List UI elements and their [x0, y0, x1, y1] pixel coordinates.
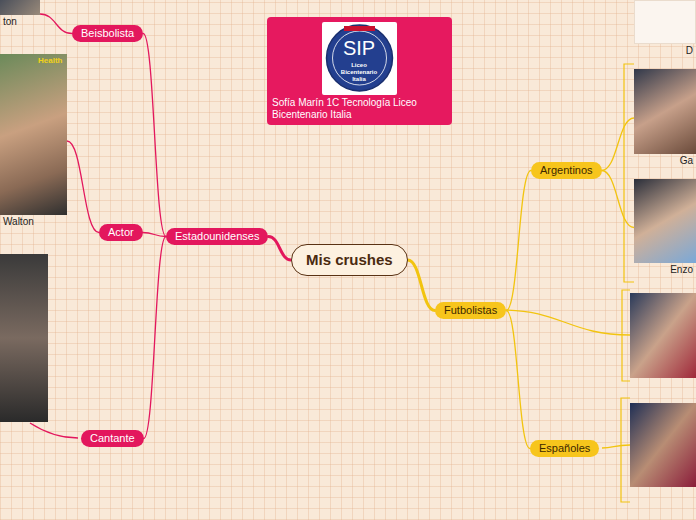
topic-pill: Españoles: [530, 440, 599, 457]
branch-line: [503, 310, 630, 335]
topic-pill: Actor: [99, 224, 143, 241]
branch-line: [30, 423, 78, 438]
node-text: Estadounidenses: [175, 230, 259, 243]
branch-connector: [506, 311, 530, 449]
photo-node: Ga: [634, 69, 696, 167]
photo-placeholder: [634, 69, 696, 154]
node-text: Enzo: [634, 263, 696, 276]
node-text: Ga: [634, 154, 696, 167]
node-text: D: [634, 44, 696, 57]
logo-text: Liceo Bicentenario Italia: [337, 62, 381, 83]
photo-node: Walton: [0, 54, 67, 228]
photo-node: D: [634, 0, 696, 57]
photo-placeholder: [634, 179, 696, 263]
node-text: Españoles: [539, 442, 590, 455]
branch-connector: [40, 14, 72, 34]
topic-pill: Futbolistas: [435, 302, 506, 319]
node-text: Beisbolista: [81, 27, 134, 40]
bracket-line: [624, 64, 634, 282]
topic-pill: Beisbolista: [72, 25, 143, 42]
branch-connector: [67, 141, 99, 233]
node-text: Actor: [108, 226, 134, 239]
photo-placeholder: [0, 54, 67, 215]
central-topic: Mis crushes: [291, 244, 408, 276]
topic-pill: Estadounidenses: [166, 228, 268, 245]
branch-connector: [602, 171, 634, 228]
photo-tag: Health: [38, 56, 68, 65]
node-text: Cantante: [90, 432, 135, 445]
node-text: Futbolistas: [444, 304, 497, 317]
branch-connector: [268, 237, 291, 261]
branch-connector: [602, 118, 634, 171]
topic-pill: Argentinos: [531, 162, 602, 179]
branch-line: [602, 445, 630, 448]
bracket-line: [622, 290, 630, 381]
photo-placeholder: [0, 0, 40, 15]
topic-pill: Cantante: [81, 430, 144, 447]
branch-connector: [143, 34, 166, 237]
photo-node: Enzo: [634, 179, 696, 276]
branch-connector: [408, 260, 435, 311]
branch-connector: [143, 233, 166, 237]
logo-text: SIP: [329, 37, 389, 60]
node-text: Sofía Marín 1C Tecnología Liceo Bicenten…: [267, 95, 452, 121]
node-text: Argentinos: [540, 164, 593, 177]
branch-connector: [506, 171, 531, 311]
player-photo: [630, 293, 696, 378]
singer-photo: [0, 254, 48, 422]
node-text: ton: [0, 15, 40, 28]
node-text: Mis crushes: [306, 251, 393, 269]
photo-placeholder: [634, 0, 696, 44]
branch-connector: [144, 237, 166, 439]
bracket-line: [621, 398, 630, 502]
player-photo: [630, 403, 696, 487]
node-text: Walton: [0, 215, 67, 228]
photo-node: ton: [0, 0, 40, 28]
